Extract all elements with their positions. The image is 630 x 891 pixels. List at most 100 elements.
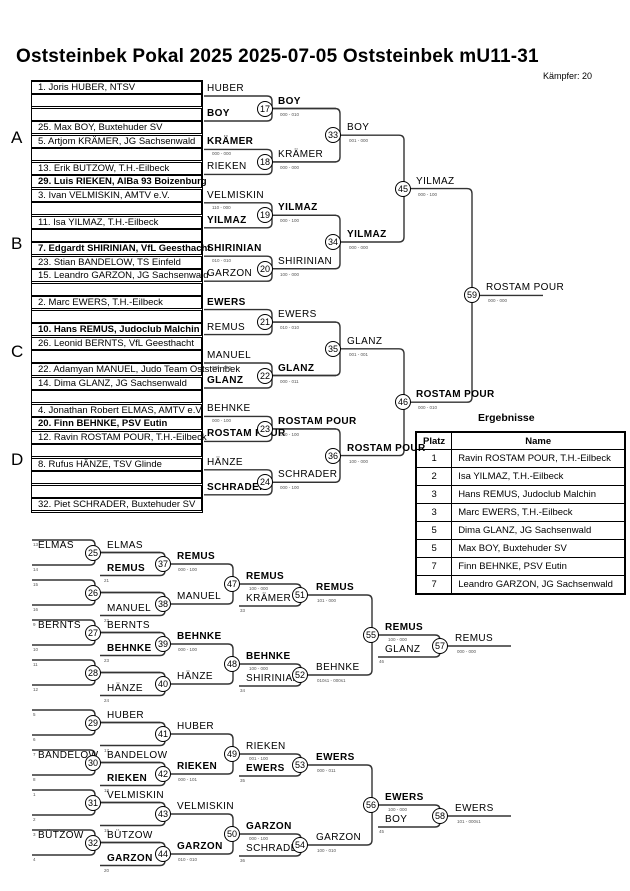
seed-name[interactable]: 26. Leonid BERNTS, VfL Geesthacht [38, 337, 194, 349]
seed-name[interactable]: 4. Jonathan Robert ELMAS, AMTV e.V. [38, 404, 204, 416]
match-number-badge[interactable]: 48 [224, 656, 240, 672]
result-name[interactable]: Ravin ROSTAM POUR, T.H.-Eilbeck [451, 449, 626, 468]
seed-name[interactable]: 32. Piet SCHRADER, Buxtehuder SV [38, 498, 196, 510]
match-number-badge[interactable]: 31 [85, 794, 101, 811]
match-number-badge[interactable]: 45 [395, 180, 411, 197]
match-score: 100 - 000 [249, 586, 269, 591]
fighter-label: BEHNKE [207, 403, 251, 415]
match-number-badge[interactable]: 21 [257, 314, 273, 331]
seed-slot [31, 255, 202, 269]
match-number-badge[interactable]: 55 [363, 627, 379, 643]
match-number-badge[interactable]: 51 [292, 587, 308, 603]
result-name[interactable]: Dima GLANZ, JG Sachsenwald [451, 521, 626, 540]
match-number-badge[interactable]: 18 [257, 153, 273, 170]
seed-name[interactable]: 20. Finn BEHNKE, PSV Eutin [38, 418, 168, 430]
seed-name[interactable]: 14. Dima GLANZ, JG Sachsenwald [38, 377, 187, 389]
winner-label: YILMAZ [278, 202, 318, 214]
match-number-badge[interactable]: 30 [85, 754, 101, 771]
result-name[interactable]: Marc EWERS, T.H.-Eilbeck [451, 503, 626, 522]
match-number-badge[interactable]: 59 [464, 287, 480, 304]
match-number-badge[interactable]: 52 [292, 667, 308, 683]
match-score: 010 - 010 [280, 325, 300, 331]
match-number-badge[interactable]: 24 [257, 474, 273, 491]
seed-name[interactable]: 11. Isa YILMAZ, T.H.-Eilbeck [38, 216, 159, 228]
match-number-badge[interactable]: 37 [155, 556, 171, 572]
reference-number: 17 [104, 747, 110, 753]
seed-name[interactable]: 8. Rufus HÄNZE, TSV Glinde [38, 458, 162, 470]
match-number-badge[interactable]: 32 [85, 834, 101, 851]
seed-name[interactable]: 22. Adamyan MANUEL, Judo Team Oststeinbe… [38, 364, 241, 376]
seed-name[interactable]: 13. Erik BUTZOW, T.H.-Eilbeck [38, 162, 170, 174]
match-number-badge[interactable]: 38 [155, 596, 171, 612]
seed-name[interactable]: 23. Stian BANDELOW, TS Einfeld [38, 256, 181, 268]
match-score: 000 - 000 [488, 298, 508, 304]
match-number-badge[interactable]: 17 [257, 100, 273, 117]
match-number-badge[interactable]: 33 [325, 127, 341, 144]
seed-name[interactable]: 1. Joris HUBER, NTSV [38, 82, 136, 93]
match-score: 000 - 010 [280, 111, 300, 117]
match-number-badge[interactable]: 27 [85, 624, 101, 641]
match-number-badge[interactable]: 54 [292, 837, 308, 853]
result-name[interactable]: Max BOY, Buxtehuder SV [451, 539, 626, 558]
result-name[interactable]: Finn BEHNKE, PSV Eutin [451, 557, 626, 576]
winner-label: YILMAZ [416, 175, 455, 187]
result-name[interactable]: Leandro GARZON, JG Sachsenwald [451, 575, 626, 595]
match-number-badge[interactable]: 19 [257, 207, 273, 224]
match-number-badge[interactable]: 56 [363, 797, 379, 813]
match-number-badge[interactable]: 25 [85, 544, 101, 561]
match-number-badge[interactable]: 58 [432, 808, 448, 824]
match-number-badge[interactable]: 20 [257, 260, 273, 277]
match-score: 010 - 010 [212, 258, 232, 264]
match-number-badge[interactable]: 26 [85, 584, 101, 601]
match-number-badge[interactable]: 53 [292, 757, 308, 773]
fighter-label: KRÄMER [246, 593, 292, 604]
fighter-label: RIEKEN [207, 161, 247, 173]
seed-name[interactable]: 10. Hans REMUS, Judoclub Malchin [38, 324, 200, 336]
pool-label: A [11, 128, 23, 147]
match-number-badge[interactable]: 47 [224, 576, 240, 592]
reference-number: 4 [33, 857, 36, 862]
match-number-badge[interactable]: 49 [224, 746, 240, 762]
winner-label: SHIRINIAN [278, 255, 333, 267]
seed-name[interactable]: 15. Leandro GARZON, JG Sachsenwald [38, 270, 209, 282]
winner-label: SCHRADER [278, 469, 338, 481]
match-number-badge[interactable]: 41 [155, 726, 171, 742]
match-number-badge[interactable]: 57 [432, 638, 448, 654]
match-number-badge[interactable]: 46 [395, 394, 411, 411]
match-score: 000 - 000 [280, 164, 300, 170]
match-number-badge[interactable]: 22 [257, 367, 273, 384]
match-number-badge[interactable]: 36 [325, 447, 341, 464]
seed-name[interactable]: 5. Artjom KRÄMER, JG Sachsenwald [38, 135, 196, 147]
result-name[interactable]: Isa YILMAZ, T.H.-Eilbeck [451, 467, 626, 486]
result-name[interactable]: Hans REMUS, Judoclub Malchin [451, 485, 626, 504]
match-number-badge[interactable]: 40 [155, 676, 171, 692]
reference-number: 14 [33, 567, 39, 572]
seed-slot [31, 430, 202, 444]
winner-label: BERNTS [107, 619, 150, 631]
match-number-badge[interactable]: 29 [85, 714, 101, 731]
match-score: 101 - 000s1 [457, 819, 481, 824]
seed-name[interactable]: 29. Luis RIEKEN, AlBa 93 Boizenburg [38, 176, 207, 188]
repechage-entry-label: BERNTS [38, 619, 81, 631]
seed-name[interactable]: 3. Ivan VELMISKIN, AMTV e.V. [38, 189, 170, 201]
match-number-badge[interactable]: 43 [155, 806, 171, 822]
reference-number: 24 [104, 697, 110, 703]
match-number-badge[interactable]: 35 [325, 340, 341, 357]
match-number-badge[interactable]: 39 [155, 636, 171, 652]
seed-name[interactable]: 25. Max BOY, Buxtehuder SV [38, 122, 163, 134]
repechage-entry-label: BANDELOW [38, 749, 99, 761]
seed-name[interactable]: 7. Edgardt SHIRINIAN, VfL Geesthacht [38, 243, 211, 255]
winner-label: BOY [278, 95, 301, 107]
match-number-badge[interactable]: 44 [155, 846, 171, 862]
match-number-badge[interactable]: 42 [155, 766, 171, 782]
seed-name[interactable]: 2. Marc EWERS, T.H.-Eilbeck [38, 297, 163, 309]
match-number-badge[interactable]: 23 [257, 420, 273, 437]
match-number-badge[interactable]: 50 [224, 826, 240, 842]
match-number-badge[interactable]: 28 [85, 664, 101, 681]
fighter-label: EWERS [207, 296, 246, 308]
seed-name[interactable]: 12. Ravin ROSTAM POUR, T.H.-Eilbeck [38, 431, 207, 443]
match-number-badge[interactable]: 34 [325, 234, 341, 250]
reference-number: 22 [104, 617, 110, 623]
